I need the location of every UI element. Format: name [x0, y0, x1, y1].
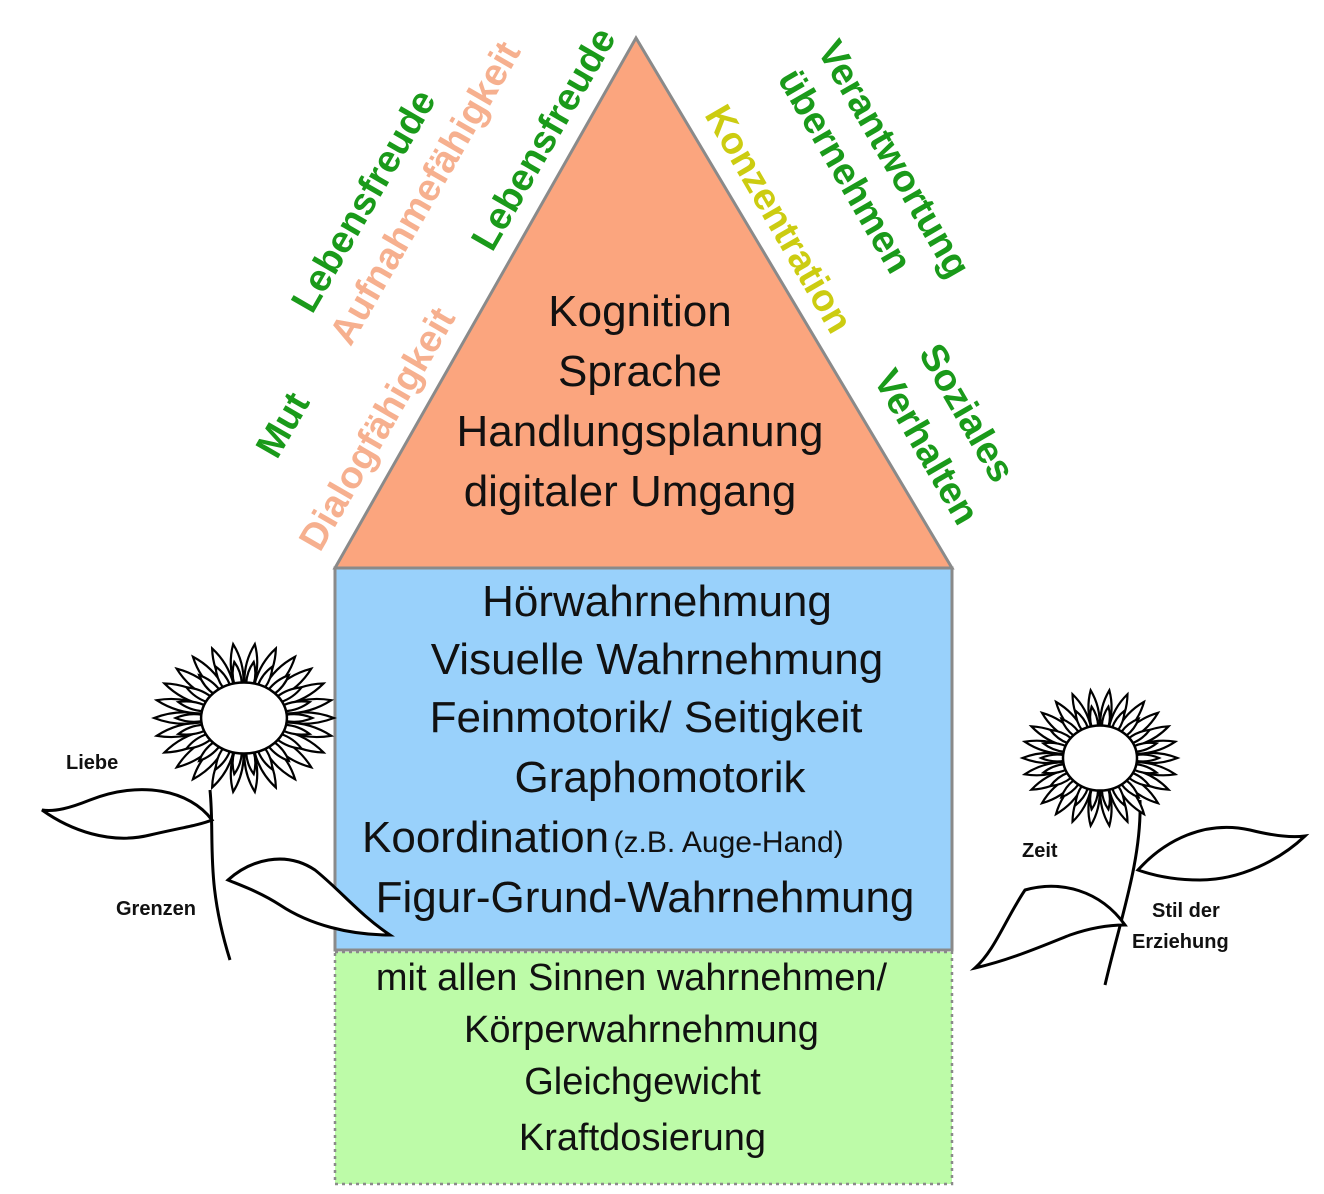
- petal: [1100, 704, 1111, 728]
- foundation-line-koerperwahrnehmung: Körperwahrnehmung: [464, 1009, 819, 1051]
- petal: [1120, 716, 1141, 737]
- flower-label-zeit: Zeit: [1022, 840, 1058, 862]
- wall-text-block: Hörwahrnehmung Visuelle Wahrnehmung Fein…: [340, 572, 960, 942]
- petal: [1074, 784, 1090, 808]
- petal: [1059, 779, 1080, 800]
- petal: [1048, 771, 1073, 788]
- petal: [1133, 763, 1160, 775]
- petal: [256, 664, 274, 689]
- petal: [184, 732, 212, 750]
- wall-line-figur-grund: Figur-Grund-Wahrnehmung: [375, 873, 915, 922]
- petal: [282, 700, 313, 713]
- roof-line-digitaler-umgang: digitaler Umgang: [463, 467, 797, 516]
- petal: [1038, 753, 1065, 763]
- petal: [276, 732, 304, 750]
- koordination-label: Koordination: [362, 813, 610, 862]
- petal: [282, 723, 313, 736]
- petal: [1040, 741, 1067, 753]
- petal: [175, 723, 206, 736]
- petal: [1040, 763, 1067, 775]
- petal: [172, 713, 203, 723]
- petal: [267, 673, 291, 695]
- petal: [1127, 771, 1152, 788]
- petal: [267, 741, 291, 763]
- petal: [214, 747, 232, 772]
- petal: [256, 747, 274, 772]
- right-sunflower-icon: [969, 687, 1310, 986]
- petal: [1089, 704, 1100, 728]
- roof-line-handlungsplanung: Handlungsplanung: [456, 407, 824, 456]
- petal: [1048, 728, 1073, 745]
- foundation-line-kraftdosierung: Kraftdosierung: [518, 1117, 767, 1159]
- petal: [285, 713, 316, 723]
- roof-line-kognition: Kognition: [548, 287, 732, 336]
- foundation-line-sinne: mit allen Sinnen wahrnehmen/: [375, 957, 888, 999]
- petal: [1120, 779, 1141, 800]
- petal: [197, 741, 221, 763]
- petal: [245, 659, 257, 685]
- wall-line-koordination: Koordination (z.B. Auge-Hand): [340, 808, 960, 868]
- koordination-note: (z.B. Auge-Hand): [613, 826, 844, 859]
- petal: [1100, 788, 1111, 812]
- flower-label-stil-der: Stil der: [1152, 900, 1220, 922]
- petal: [276, 686, 304, 704]
- flower-center: [1061, 724, 1139, 792]
- foundation-line-gleichgewicht: Gleichgewicht: [524, 1061, 761, 1103]
- petal: [184, 686, 212, 704]
- petal: [197, 673, 221, 695]
- petal: [1133, 741, 1160, 753]
- roof-line-sprache: Sprache: [558, 347, 722, 396]
- petal: [1059, 716, 1080, 737]
- flower-label-erziehung: Erziehung: [1132, 931, 1229, 953]
- flower-label-liebe: Liebe: [66, 752, 119, 774]
- petal: [1089, 788, 1100, 812]
- flower-center: [199, 681, 289, 755]
- roof-text-block: Kognition Sprache Handlungsplanung digit…: [380, 282, 900, 532]
- petal: [245, 751, 257, 777]
- flower-label-grenzen: Grenzen: [116, 898, 197, 920]
- petal: [1110, 784, 1126, 808]
- petal: [231, 659, 243, 685]
- foundation-rect: [333, 950, 954, 1186]
- wall-rect: [333, 566, 954, 952]
- wall-line-graphomotorik: Graphomotorik: [514, 753, 806, 802]
- petal: [214, 664, 232, 689]
- left-sunflower-icon: [41, 641, 395, 961]
- petal: [1127, 728, 1152, 745]
- wall-line-visuelle-wahrnehmung: Visuelle Wahrnehmung: [430, 635, 884, 684]
- foundation-text-block: mit allen Sinnen wahrnehmen/ Körperwahrn…: [335, 952, 952, 1184]
- petal: [1074, 708, 1090, 732]
- petal: [1110, 708, 1126, 732]
- wall-line-hoerwahrnehmung: Hörwahrnehmung: [482, 577, 832, 626]
- petal: [1135, 753, 1162, 763]
- petal: [231, 751, 243, 777]
- petal: [175, 700, 206, 713]
- wall-line-feinmotorik: Feinmotorik/ Seitigkeit: [429, 693, 863, 742]
